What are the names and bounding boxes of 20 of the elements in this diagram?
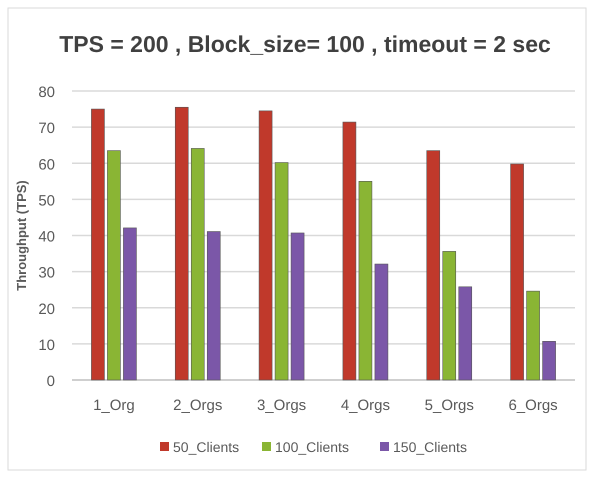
- legend-label: 100_Clients: [275, 439, 349, 455]
- tick-label: 50: [38, 192, 55, 210]
- chart-title: TPS = 200 , Block_size= 100 , timeout = 2 sec: [59, 31, 551, 57]
- tick-label: 80: [38, 84, 55, 101]
- category-label: 5_Orgs: [424, 397, 474, 414]
- tick-label: 20: [38, 300, 55, 318]
- tick-label: 60: [38, 156, 55, 174]
- legend-label: 50_Clients: [173, 439, 240, 455]
- tick-label: 0: [46, 373, 55, 390]
- axis-title: Throughput (TPS): [14, 180, 29, 291]
- legend-label: 150_Clients: [393, 439, 467, 455]
- category-label: 3_Orgs: [256, 397, 306, 414]
- tick-label: 30: [38, 264, 55, 282]
- category-label: 6_Orgs: [508, 397, 558, 414]
- category-label: 2_Orgs: [173, 397, 222, 414]
- category-label: 1_Org: [93, 397, 135, 414]
- category-label: 4_Orgs: [340, 397, 390, 414]
- tick-label: 10: [38, 336, 55, 354]
- tick-label: 70: [38, 120, 55, 138]
- tick-label: 40: [38, 228, 55, 246]
